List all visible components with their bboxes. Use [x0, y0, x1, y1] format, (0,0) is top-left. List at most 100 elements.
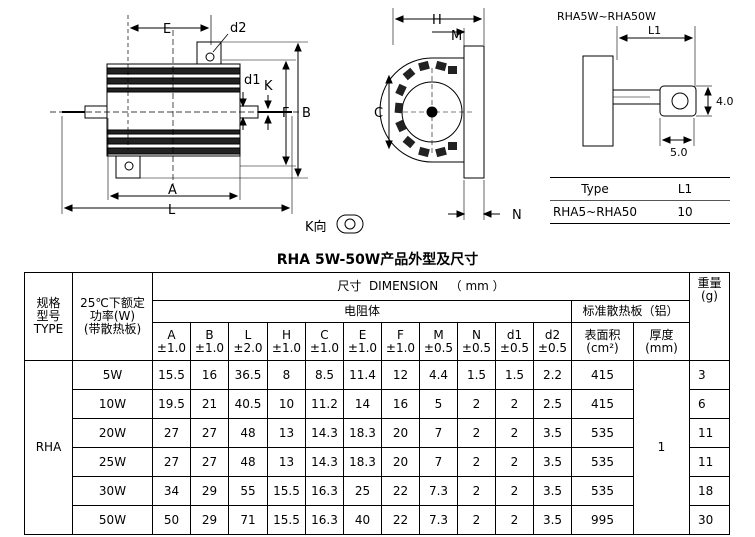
- dim-value-cell: 18.3: [343, 447, 382, 477]
- dim-tolerance: ±1.0: [309, 340, 340, 355]
- label-4-0: 4.0: [716, 95, 734, 108]
- type-table-header: Type L1: [550, 178, 730, 200]
- power-cell: 20W: [72, 418, 153, 448]
- type-table-type-value: RHA5~RHA50: [552, 205, 638, 219]
- dim-value-cell: 2: [495, 505, 534, 535]
- detail-view: [582, 26, 712, 147]
- label-F: F: [282, 106, 289, 121]
- dim-value-cell: 2.5: [533, 389, 572, 419]
- dim-value-cell: 8.5: [305, 360, 344, 390]
- dim-header-f: F±1.0: [381, 322, 420, 361]
- dim-name: E: [358, 327, 367, 342]
- dim-value-cell: 27: [190, 418, 229, 448]
- dim-header-l: L±2.0: [228, 322, 268, 361]
- power-cell: 30W: [72, 476, 153, 506]
- dim-header-h: H±1.0: [267, 322, 306, 361]
- dim-value-cell: 36.5: [228, 360, 268, 390]
- dim-value-cell: 2: [457, 476, 496, 506]
- power-cell: 50W: [72, 505, 153, 535]
- dim-value-cell: 29: [190, 476, 229, 506]
- dim-value-cell: 3.5: [533, 505, 572, 535]
- dim-value-cell: 3.5: [533, 418, 572, 448]
- dim-value-cell: 18.3: [343, 418, 382, 448]
- dim-tolerance: ±0.5: [461, 340, 492, 355]
- label-A: A: [168, 183, 177, 198]
- dim-tolerance: ±2.0: [233, 340, 263, 355]
- dim-name: C: [320, 327, 329, 342]
- dim-tolerance: ±0.5: [499, 340, 530, 355]
- type-table-bottom-rule: [550, 223, 730, 224]
- dim-name: B: [205, 327, 214, 342]
- dim-value-cell: 2: [495, 418, 534, 448]
- dim-header-a: A±1.0: [152, 322, 191, 361]
- dim-header-d1: d1±0.5: [495, 322, 534, 361]
- dim-header-d2: d2±0.5: [533, 322, 572, 361]
- label-K: K: [264, 79, 273, 94]
- label-5-0: 5.0: [670, 146, 688, 159]
- dim-value-cell: 2: [495, 476, 534, 506]
- dim-value-cell: 2: [457, 418, 496, 448]
- dim-value-cell: 4.4: [419, 360, 458, 390]
- power-cell: 10W: [72, 389, 153, 419]
- dim-value-cell: 14: [343, 389, 382, 419]
- label-B: B: [302, 106, 311, 121]
- dim-value-cell: 14.3: [305, 447, 344, 477]
- dim-tolerance: ±1.0: [194, 340, 225, 355]
- dim-value-cell: 15.5: [267, 476, 306, 506]
- weight-cell: 18: [689, 476, 730, 506]
- dim-name: N: [472, 327, 481, 342]
- dim-name: d2: [544, 327, 561, 342]
- dim-value-cell: 22: [381, 505, 420, 535]
- dim-value-cell: 16.3: [305, 476, 344, 506]
- dim-value-cell: 16: [381, 389, 420, 419]
- dim-header-b: B±1.0: [190, 322, 229, 361]
- dim-value-cell: 34: [152, 476, 191, 506]
- dim-value-cell: 15.5: [267, 505, 306, 535]
- weight-cell: 30: [689, 505, 730, 535]
- dim-header-e: E±1.0: [343, 322, 382, 361]
- dim-value-cell: 16: [190, 360, 229, 390]
- dim-value-cell: 11.2: [305, 389, 344, 419]
- surface-area-cell: 415: [571, 360, 634, 390]
- dim-tolerance: ±1.0: [385, 340, 416, 355]
- surface-area-cell: 415: [571, 389, 634, 419]
- dim-name: H: [281, 327, 292, 342]
- dim-value-cell: 48: [228, 418, 268, 448]
- dim-value-cell: 2: [495, 389, 534, 419]
- technical-drawing: E d2 d1 K F B A L: [50, 8, 734, 235]
- dim-value-cell: 29: [190, 505, 229, 535]
- dim-value-cell: 25: [343, 476, 382, 506]
- dim-value-cell: 2.2: [533, 360, 572, 390]
- dimension-header: 尺寸 DIMENSION （ mm ）: [152, 272, 690, 301]
- col-type-header: 规格 型号 TYPE: [24, 272, 73, 361]
- label-k-direction: K向: [305, 219, 327, 235]
- weight-cell: 6: [689, 389, 730, 419]
- dim-value-cell: 11.4: [343, 360, 382, 390]
- dim-header-n: N±0.5: [457, 322, 496, 361]
- dim-value-cell: 1.5: [457, 360, 496, 390]
- dim-value-cell: 1.5: [495, 360, 534, 390]
- dim-name: L: [244, 327, 252, 342]
- col-power-header: 25℃下额定 功率(W) (带散热板): [72, 272, 153, 361]
- type-table-row: RHA5~RHA50 10: [550, 201, 730, 223]
- label-d2: d2: [230, 21, 247, 36]
- side-view: [50, 15, 308, 214]
- label-H: H: [432, 13, 442, 28]
- dim-value-cell: 50: [152, 505, 191, 535]
- dim-value-cell: 20: [381, 447, 420, 477]
- dim-value-cell: 10: [267, 389, 306, 419]
- resistor-header: 电阻体: [152, 300, 572, 323]
- type-table-header-type: Type: [581, 182, 609, 196]
- dim-value-cell: 48: [228, 447, 268, 477]
- dim-value-cell: 19.5: [152, 389, 191, 419]
- detail-title: RHA5W~RHA50W: [557, 10, 656, 23]
- dim-value-cell: 12: [381, 360, 420, 390]
- thickness-header: 厚度 (mm): [633, 322, 690, 361]
- dim-value-cell: 14.3: [305, 418, 344, 448]
- dim-value-cell: 7.3: [419, 505, 458, 535]
- surface-area-cell: 535: [571, 447, 634, 477]
- type-cell: RHA: [24, 360, 73, 535]
